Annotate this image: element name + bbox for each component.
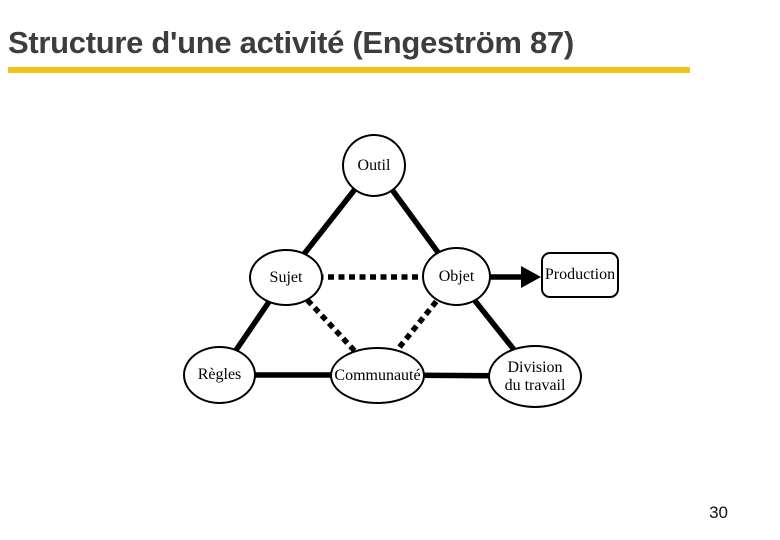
node-regles-label: Règles [197,366,242,384]
node-production-label: Production [544,266,616,284]
node-sujet: Sujet [249,249,323,306]
title-accent-rule [8,67,690,73]
slide-title: Structure d'une activité (Engeström 87) [8,25,574,60]
node-production: Production [541,252,619,298]
page-number: 30 [709,503,728,522]
node-division-label-line1: Division [507,358,563,376]
node-objet-label: Objet [438,267,475,285]
node-division-du-travail: Division du travail [488,345,582,408]
edge-objet-production-arrowhead [521,266,541,288]
node-outil: Outil [342,134,406,197]
node-communaute: Communauté [330,347,425,404]
node-objet: Objet [422,247,491,306]
node-communaute-label: Communauté [334,366,421,384]
node-outil-label: Outil [357,156,391,174]
node-regles: Règles [183,346,256,404]
node-division-label-line2: du travail [504,376,566,394]
node-sujet-label: Sujet [269,268,303,286]
